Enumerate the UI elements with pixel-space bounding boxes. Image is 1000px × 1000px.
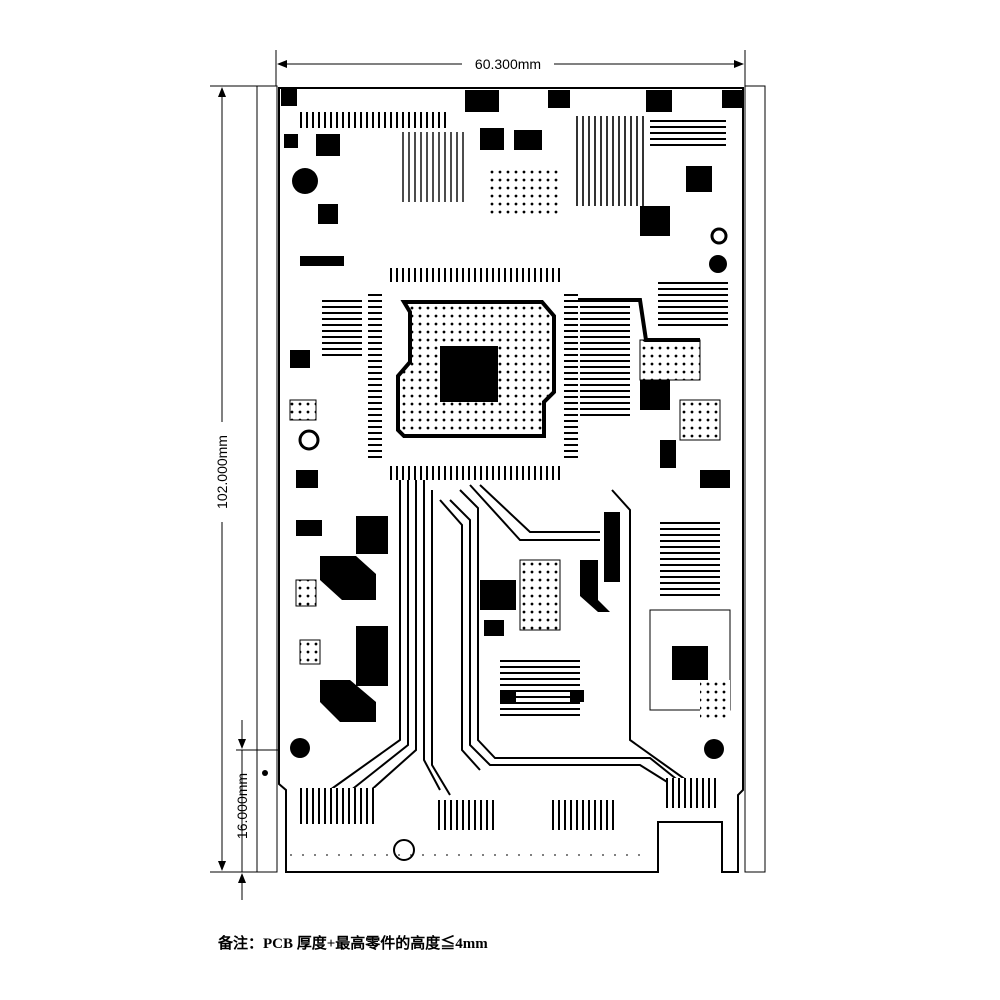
height-label: 102.000mm bbox=[214, 435, 230, 509]
bottom-connectors bbox=[290, 778, 716, 861]
connector-dimension: 16.000mm bbox=[234, 720, 290, 900]
lower-components bbox=[480, 559, 731, 759]
width-label: 60.300mm bbox=[475, 56, 541, 72]
left-components bbox=[284, 134, 388, 758]
top-right-components bbox=[400, 116, 728, 381]
trace-bundle bbox=[329, 480, 701, 801]
width-dimension: 60.300mm bbox=[275, 50, 746, 86]
height-dimension: 102.000mm bbox=[210, 85, 276, 873]
main-processor bbox=[368, 268, 578, 480]
top-edge-pads bbox=[281, 88, 742, 128]
connector-label: 16.000mm bbox=[234, 773, 250, 839]
note-text: 备注：PCB 厚度+最高零件的高度≦4mm bbox=[218, 936, 488, 952]
right-side-components bbox=[578, 298, 730, 612]
